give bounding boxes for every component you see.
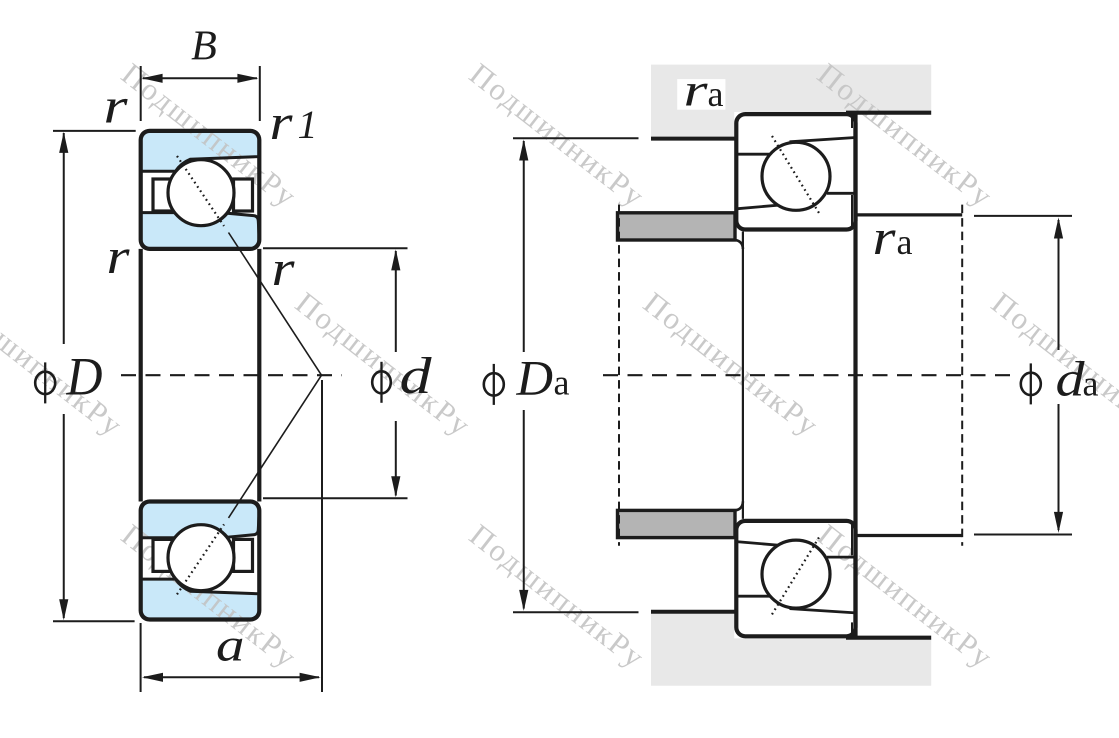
svg-text:r: r (873, 209, 897, 265)
svg-text:a: a (897, 222, 913, 262)
svg-text:D: D (515, 350, 553, 406)
svg-text:r: r (104, 78, 129, 134)
svg-text:r: r (107, 228, 131, 284)
svg-text:r: r (272, 240, 296, 296)
svg-text:a: a (1083, 363, 1099, 403)
svg-text:D: D (66, 346, 103, 407)
svg-text:d: d (400, 348, 433, 405)
svg-text:a: a (216, 619, 245, 671)
svg-text:r: r (684, 64, 709, 116)
svg-text:B: B (191, 24, 217, 70)
svg-text:r: r (270, 94, 294, 150)
svg-text:1: 1 (298, 102, 318, 147)
svg-text:a: a (708, 74, 724, 114)
svg-text:d: d (1056, 350, 1086, 406)
svg-text:a: a (554, 363, 570, 403)
